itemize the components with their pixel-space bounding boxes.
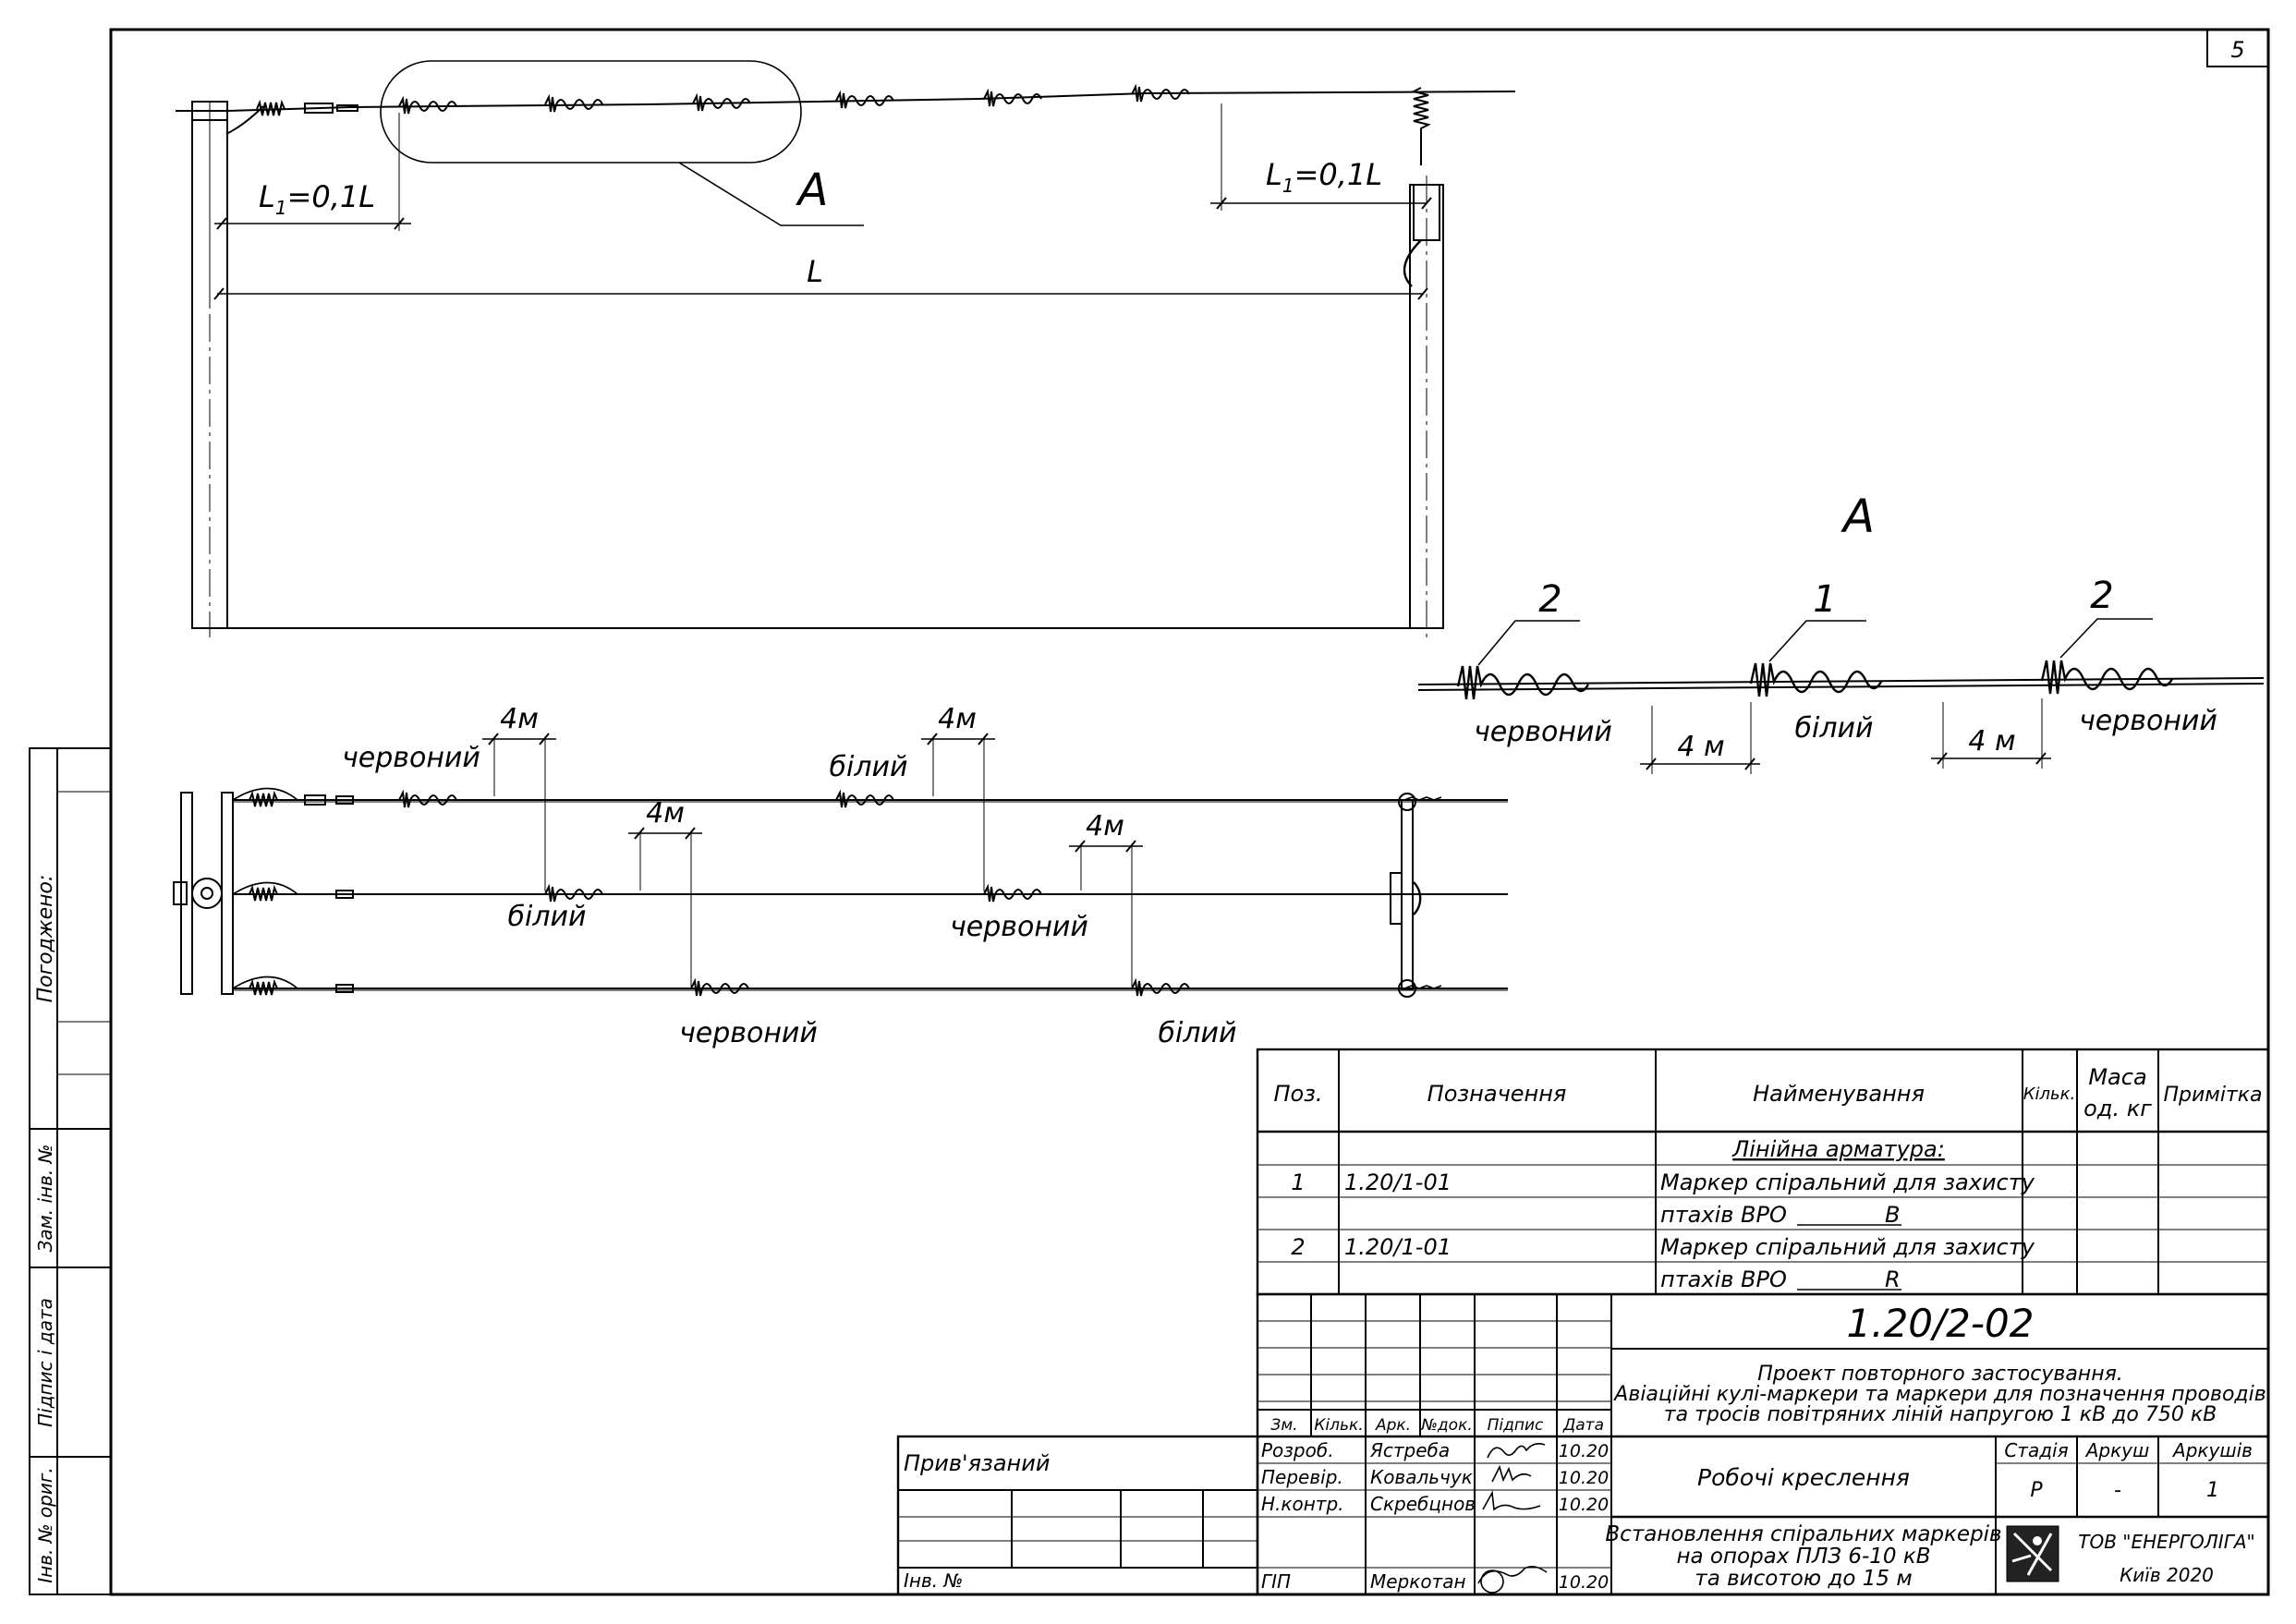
plan-top-color-2: білий bbox=[829, 751, 907, 783]
sheet-title-line-3: та висотою до 15 м bbox=[1695, 1567, 1912, 1591]
svg-text:L1=0,1L: L1=0,1L bbox=[259, 179, 375, 219]
rev-header-ndok: №док. bbox=[1420, 1416, 1473, 1435]
detail-gap-1: 4 м bbox=[1677, 731, 1724, 763]
sheet-value: - bbox=[2114, 1479, 2121, 1502]
detail-a: А 2 1 2 червоний білий червоний 4 м 4 м bbox=[1417, 490, 2265, 774]
spec-header-name: Найменування bbox=[1753, 1081, 1925, 1107]
project-line-2: Авіаційні кулі-маркери та маркери для по… bbox=[1612, 1383, 2266, 1406]
spec-row-1-pos: 1 bbox=[1291, 1170, 1305, 1195]
svg-text:L1=0,1L: L1=0,1L bbox=[1266, 157, 1382, 197]
spec-header-qty: Кільк. bbox=[2023, 1085, 2076, 1104]
sheet-header: Аркуш bbox=[2084, 1439, 2150, 1461]
spec-header-designation: Позначення bbox=[1427, 1081, 1567, 1107]
elevation-view: А L1=0,1L L1=0,1L L bbox=[176, 60, 1516, 637]
sheet-title-line-1: Встановлення спіральних маркерів bbox=[1605, 1522, 2001, 1546]
sign-date-4: 10.20 bbox=[1559, 1572, 1609, 1593]
plan-bot-color-1: червоний bbox=[679, 1017, 818, 1049]
sign-role-4: ГІП bbox=[1261, 1570, 1291, 1593]
sign-date-label: Підпис і дата bbox=[34, 1298, 56, 1427]
span-dimension: L bbox=[807, 254, 823, 289]
spec-row-1-name-1: Маркер спіральний для захисту bbox=[1660, 1170, 2035, 1195]
plan-mid-color-1: білий bbox=[507, 901, 586, 933]
callout-loop-a bbox=[380, 60, 802, 164]
signature-scribble-4 bbox=[1477, 1565, 1548, 1584]
inv-orig-label: Інв. № ориг. bbox=[34, 1467, 56, 1582]
spec-row-1-suffix: В bbox=[1885, 1202, 1900, 1228]
side-stamp: Погоджено: Зам. інв. № Підпис і дата Інв… bbox=[29, 747, 112, 1595]
spec-row-1-name-2: птахів ВРО bbox=[1660, 1202, 1787, 1228]
plan-view: 4м 4м 4м 4м червоний білий білий червони… bbox=[173, 703, 1508, 1049]
detail-color-mid: білий bbox=[1794, 712, 1873, 745]
rev-header-kilk: Кільк. bbox=[1314, 1416, 1363, 1435]
sign-name-2: Ковальчук bbox=[1370, 1466, 1473, 1488]
signature-scribble-1 bbox=[1487, 1443, 1546, 1459]
rev-header-data: Дата bbox=[1562, 1416, 1604, 1435]
sheets-header: Аркушів bbox=[2171, 1439, 2253, 1461]
zam-inv-label: Зам. інв. № bbox=[34, 1145, 56, 1253]
binding-inv: Інв. № bbox=[904, 1569, 963, 1592]
project-line-1: Проект повторного застосування. bbox=[1757, 1363, 2123, 1386]
sign-role-3: Н.контр. bbox=[1261, 1493, 1344, 1515]
spec-header-mass-2: од. кг bbox=[2083, 1096, 2152, 1121]
detail-a-title: А bbox=[1840, 490, 1875, 543]
sign-date-3: 10.20 bbox=[1559, 1495, 1609, 1515]
spec-row-2-suffix: R bbox=[1885, 1266, 1901, 1292]
plan-bot-color-2: білий bbox=[1158, 1017, 1236, 1049]
sheet-frame bbox=[109, 28, 2270, 1596]
signature-scribble-3 bbox=[1482, 1490, 1541, 1511]
detail-pos-left: 2 bbox=[1538, 578, 1561, 621]
company-logo-icon bbox=[2006, 1525, 2059, 1582]
page-number-box bbox=[2206, 29, 2269, 67]
city-year: Київ 2020 bbox=[2120, 1564, 2214, 1586]
agreed-label: Погоджено: bbox=[34, 875, 57, 1003]
sign-date-1: 10.20 bbox=[1559, 1441, 1609, 1461]
stage-header: Стадія bbox=[2004, 1439, 2068, 1461]
signature-scribble-2 bbox=[1491, 1464, 1532, 1483]
sign-name-3: Скребцнов bbox=[1370, 1493, 1476, 1515]
detail-color-left: червоний bbox=[1474, 716, 1612, 748]
plan-dim-4: 4м bbox=[1086, 810, 1124, 842]
sheet-title-line-2: на опорах ПЛЗ 6-10 кВ bbox=[1676, 1545, 1930, 1569]
spec-row-2-designation: 1.20/1-01 bbox=[1344, 1234, 1452, 1260]
plan-dim-1: 4м bbox=[500, 703, 539, 735]
rev-header-pidpys: Підпис bbox=[1488, 1416, 1544, 1435]
spec-header-mass-1: Маса bbox=[2088, 1064, 2146, 1090]
title-block: Зм. Кільк. Арк. №док. Підпис Дата Розроб… bbox=[1256, 1292, 2270, 1596]
callout-a-label: А bbox=[796, 164, 829, 216]
spec-header-pos: Поз. bbox=[1273, 1081, 1322, 1107]
spec-table: Поз. Позначення Найменування Кільк. Маса… bbox=[1256, 1048, 2270, 1296]
sign-date-2: 10.20 bbox=[1559, 1468, 1609, 1488]
sign-role-1: Розроб. bbox=[1261, 1439, 1334, 1461]
sign-role-2: Перевір. bbox=[1261, 1466, 1343, 1488]
detail-pos-right: 2 bbox=[2090, 575, 2113, 617]
spec-row-2-name-2: птахів ВРО bbox=[1660, 1266, 1787, 1292]
plan-dim-3: 4м bbox=[646, 797, 685, 830]
company-name: ТОВ "ЕНЕРГОЛІГА" bbox=[2078, 1531, 2254, 1553]
spec-header-note: Примітка bbox=[2163, 1084, 2262, 1107]
sign-name-1: Ястреба bbox=[1369, 1439, 1450, 1461]
project-line-3: та тросів повітряних ліній напругою 1 кВ… bbox=[1664, 1403, 2217, 1426]
sheet-designation: 1.20/2-02 bbox=[1847, 1301, 2035, 1346]
binding-label: Прив'язаний bbox=[904, 1450, 1050, 1476]
detail-pos-mid: 1 bbox=[1813, 578, 1836, 621]
spec-row-1-designation: 1.20/1-01 bbox=[1344, 1170, 1452, 1195]
rev-header-zm: Зм. bbox=[1270, 1416, 1297, 1435]
sheets-value: 1 bbox=[2206, 1479, 2219, 1502]
spec-row-2-pos: 2 bbox=[1291, 1234, 1305, 1260]
rev-header-ark: Арк. bbox=[1375, 1416, 1411, 1435]
plan-dim-2: 4м bbox=[938, 703, 977, 735]
detail-gap-2: 4 м bbox=[1968, 725, 2015, 757]
stage-value: Р bbox=[2030, 1479, 2043, 1502]
plan-top-color-1: червоний bbox=[342, 742, 480, 774]
binding-block: Прив'язаний Інв. № bbox=[896, 1435, 1259, 1596]
detail-color-right: червоний bbox=[2079, 705, 2217, 737]
spec-section: Лінійна арматура: bbox=[1731, 1136, 1945, 1162]
spec-row-2-name-1: Маркер спіральний для захисту bbox=[1660, 1234, 2035, 1260]
doc-type: Робочі креслення bbox=[1697, 1464, 1910, 1491]
page-number: 5 bbox=[2230, 37, 2244, 63]
plan-mid-color-2: червоний bbox=[950, 911, 1088, 943]
sign-name-4: Меркотан bbox=[1370, 1570, 1466, 1593]
